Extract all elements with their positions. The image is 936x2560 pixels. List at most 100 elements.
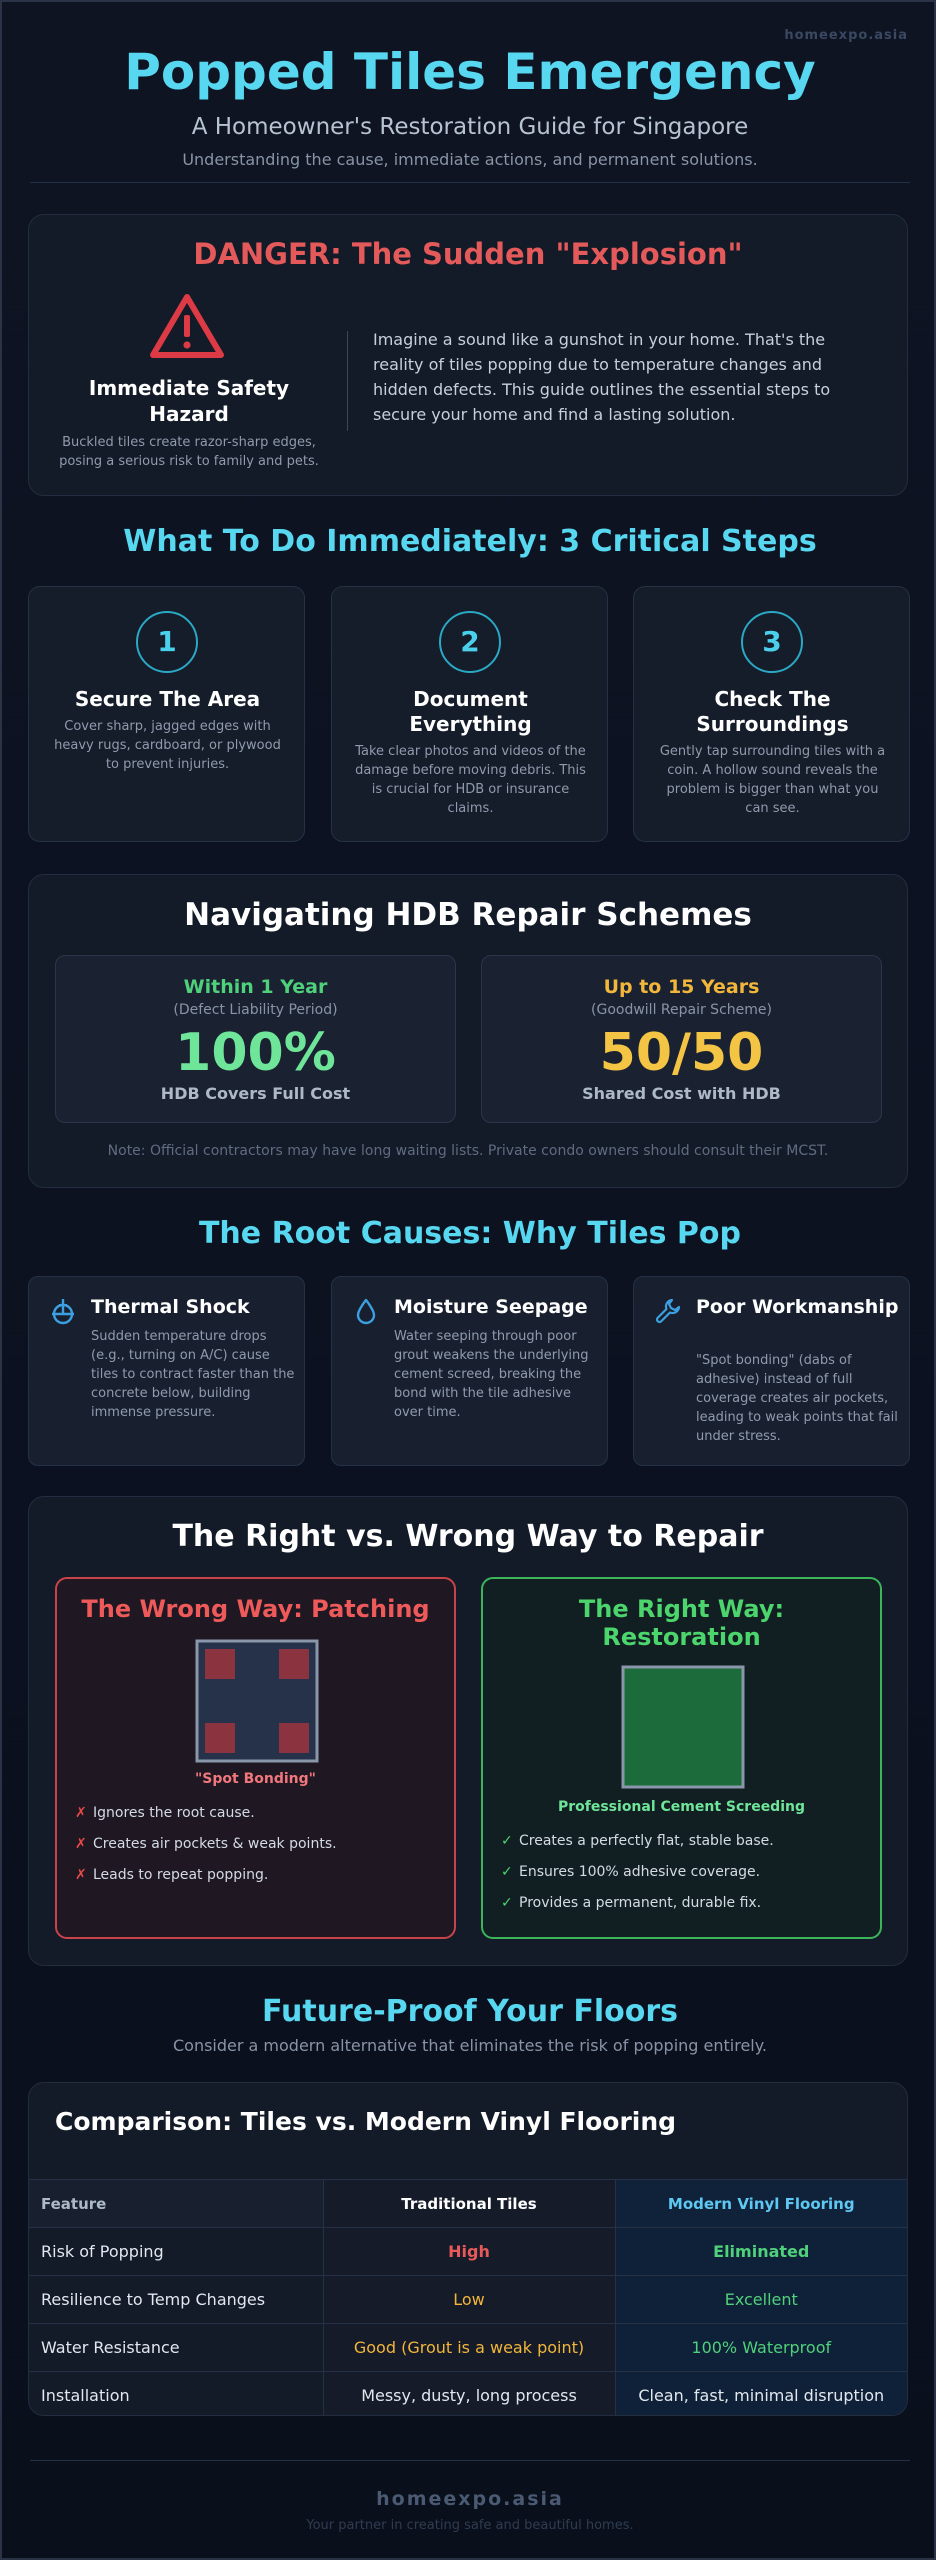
list-item-text: Ensures 100% adhesive coverage.: [519, 1863, 761, 1880]
wrong-way-title: The Wrong Way: Patching: [81, 1595, 430, 1623]
hdb-period-note: (Goodwill Repair Scheme): [591, 1002, 772, 1018]
step-card: 2 Document Everything Take clear photos …: [331, 586, 608, 842]
hazard-text: Buckled tiles create razor-sharp edges, …: [59, 435, 319, 469]
wrench-icon: [655, 1298, 681, 1324]
step-number: 3: [741, 611, 803, 673]
step-number: 1: [136, 611, 198, 673]
column-header: Feature: [29, 2179, 323, 2228]
vinyl-cell: 100% Waterproof: [614, 2323, 907, 2372]
table-row: Resilience to Temp Changes Low Excellent: [29, 2275, 907, 2324]
cause-text: Sudden temperature drops (e.g., turning …: [91, 1329, 295, 1420]
danger-body: Imagine a sound like a gunshot in your h…: [373, 330, 831, 424]
list-item-text: Provides a permanent, durable fix.: [519, 1894, 762, 1911]
footer-tagline: Your partner in creating safe and beauti…: [306, 2518, 634, 2533]
step-title: Secure The Area: [74, 687, 261, 711]
hdb-card-goodwill: Up to 15 Years (Goodwill Repair Scheme) …: [481, 955, 882, 1123]
table-row: Water Resistance Good (Grout is a weak p…: [29, 2323, 907, 2372]
list-item-text: Leads to repeat popping.: [93, 1866, 269, 1883]
cause-text: "Spot bonding" (dabs of adhesive) instea…: [696, 1353, 898, 1444]
danger-divider: [347, 331, 348, 431]
hazard-title: Immediate Safety Hazard: [88, 376, 290, 426]
hdb-title: Navigating HDB Repair Schemes: [184, 897, 752, 933]
tiles-cell: Messy, dusty, long process: [322, 2371, 615, 2415]
feature-cell: Installation: [29, 2371, 323, 2415]
warning-triangle-icon: [150, 294, 224, 358]
cause-title: Poor Workmanship: [696, 1296, 899, 1318]
hdb-coverage-value: 100%: [175, 1023, 336, 1083]
footer-brand: homeexpo.asia: [376, 2488, 564, 2510]
list-item: ✓ Ensures 100% adhesive coverage.: [501, 1856, 861, 1887]
repair-title: The Right vs. Wrong Way to Repair: [172, 1519, 764, 1554]
wrong-way-list: ✗ Ignores the root cause. ✗ Creates air po…: [75, 1797, 435, 1890]
hdb-period-note: (Defect Liability Period): [173, 1002, 338, 1018]
cross-icon: ✗: [75, 1804, 87, 1821]
table-header-row: Feature Traditional Tiles Modern Vinyl F…: [29, 2179, 907, 2228]
cause-card: Thermal Shock Sudden temperature drops (…: [28, 1276, 305, 1466]
danger-title: DANGER: The Sudden "Explosion": [193, 237, 743, 271]
list-item-text: Ignores the root cause.: [93, 1804, 255, 1821]
cross-icon: ✗: [75, 1835, 87, 1852]
header-divider: [30, 182, 910, 183]
future-title: Future-Proof Your Floors: [262, 1994, 678, 2029]
cause-card: Moisture Seepage Water seeping through p…: [331, 1276, 608, 1466]
repair-panel: The Right vs. Wrong Way to Repair The Wr…: [28, 1496, 908, 1966]
comparison-panel: Comparison: Tiles vs. Modern Vinyl Floor…: [28, 2082, 908, 2416]
hdb-period: Up to 15 Years: [603, 976, 760, 998]
cross-icon: ✗: [75, 1866, 87, 1883]
step-card: 3 Check The Surroundings Gently tap surr…: [633, 586, 910, 842]
wrong-way-card: The Wrong Way: Patching "Spot Bonding" ✗…: [55, 1577, 456, 1939]
page-header: Popped Tiles Emergency A Homeowner's Res…: [2, 40, 936, 169]
tiles-cell: Good (Grout is a weak point): [322, 2323, 615, 2372]
cause-title: Moisture Seepage: [394, 1296, 588, 1318]
list-item: ✓ Provides a permanent, durable fix.: [501, 1887, 861, 1918]
hdb-coverage-value: 50/50: [599, 1023, 764, 1083]
steps-title: What To Do Immediately: 3 Critical Steps: [123, 524, 817, 559]
future-subtitle: Consider a modern alternative that elimi…: [172, 2036, 768, 2055]
right-way-list: ✓Creates a perfectly flat, stable base. …: [501, 1825, 861, 1918]
check-icon: ✓: [501, 1894, 513, 1911]
cause-text: Water seeping through poor grout weakens…: [394, 1329, 589, 1420]
right-way-caption: Professional Cement Screeding: [557, 1799, 805, 1815]
page-title: Popped Tiles Emergency: [124, 43, 816, 101]
danger-panel: DANGER: The Sudden "Explosion" Immediate…: [28, 214, 908, 496]
footer-divider: [30, 2460, 910, 2461]
comparison-title: Comparison: Tiles vs. Modern Vinyl Floor…: [55, 2107, 677, 2136]
brand-watermark: homeexpo.asia: [784, 28, 908, 43]
step-title: Check The Surroundings: [696, 687, 849, 736]
cause-title: Thermal Shock: [91, 1296, 250, 1318]
vinyl-cell: Eliminated: [614, 2227, 907, 2276]
causes-title: The Root Causes: Why Tiles Pop: [198, 1216, 742, 1251]
column-header: Modern Vinyl Flooring: [614, 2179, 907, 2228]
list-item: ✗ Leads to repeat popping.: [75, 1859, 435, 1890]
step-text: Gently tap surrounding tiles with a coin…: [659, 744, 886, 816]
step-number: 2: [439, 611, 501, 673]
right-way-card: The Right Way: Restoration Professional …: [481, 1577, 882, 1939]
tiles-cell: High: [322, 2227, 615, 2276]
list-item-text: Creates air pockets & weak points.: [93, 1835, 337, 1852]
comparison-table: Feature Traditional Tiles Modern Vinyl F…: [29, 2179, 907, 2415]
table-row: Risk of Popping High Eliminated: [29, 2227, 907, 2276]
table-row: Installation Messy, dusty, long process …: [29, 2371, 907, 2415]
feature-cell: Risk of Popping: [29, 2227, 323, 2276]
water-drop-icon: [356, 1298, 376, 1325]
list-item: ✗ Creates air pockets & weak points.: [75, 1828, 435, 1859]
hdb-footnote: Note: Official contractors may have long…: [107, 1143, 829, 1159]
step-title: Document Everything: [409, 687, 532, 736]
hdb-card-liability: Within 1 Year (Defect Liability Period) …: [55, 955, 456, 1123]
vinyl-cell: Excellent: [614, 2275, 907, 2324]
check-icon: ✓: [501, 1832, 513, 1849]
cause-card: Poor Workmanship "Spot bonding" (dabs of…: [633, 1276, 910, 1466]
vinyl-cell: Clean, fast, minimal disruption: [614, 2371, 907, 2415]
column-header: Traditional Tiles: [322, 2179, 615, 2228]
step-card: 1 Secure The Area Cover sharp, jagged ed…: [28, 586, 305, 842]
list-item: ✗ Ignores the root cause.: [75, 1797, 435, 1828]
list-item-text: Creates a perfectly flat, stable base.: [519, 1832, 774, 1849]
list-item: ✓ Creates a perfectly flat, stable base.: [501, 1825, 861, 1856]
hdb-panel: Navigating HDB Repair Schemes Within 1 Y…: [28, 874, 908, 1188]
step-text: Take clear photos and videos of the dama…: [355, 744, 586, 816]
right-way-title: The Right Way: Restoration: [578, 1595, 785, 1651]
thermometer-sun-icon: [52, 1299, 74, 1325]
hdb-coverage-caption: HDB Covers Full Cost: [160, 1084, 351, 1103]
check-icon: ✓: [501, 1863, 513, 1880]
